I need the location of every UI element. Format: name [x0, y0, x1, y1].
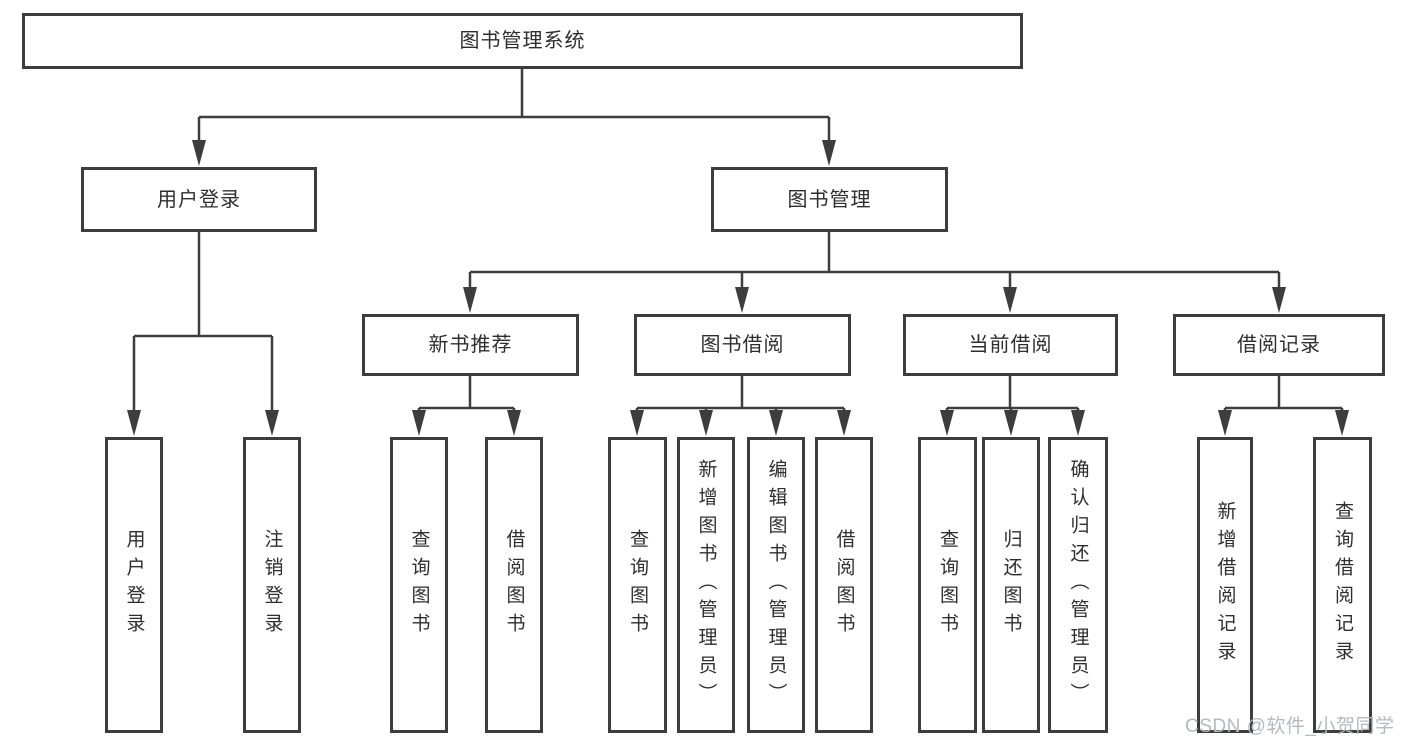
node-library-system-label: 图书管理系统 [459, 30, 586, 52]
connector-borrow-to-children [630, 376, 851, 436]
node-current-borrow-label: 当前借阅 [968, 334, 1053, 356]
connector-newbook-to-children [412, 376, 521, 436]
node-edit-book-admin: 编辑图书（管理员） [747, 437, 805, 733]
arrowhead-icon [630, 410, 644, 436]
connector-mgmt-to-sections [463, 232, 1286, 313]
arrowhead-icon [1335, 410, 1349, 436]
arrowhead-icon [940, 410, 954, 436]
arrowhead-icon [192, 140, 206, 166]
node-query-books-borrow: 查询图书 [608, 437, 667, 733]
node-query-borrow-record: 查询借阅记录 [1313, 437, 1372, 733]
node-return-book: 归还图书 [982, 437, 1040, 733]
node-query-borrow-record-label: 查询借阅记录 [1332, 501, 1353, 669]
node-user-login-leaf: 用户登录 [105, 437, 163, 733]
arrowhead-icon [412, 410, 426, 436]
node-book-management: 图书管理 [711, 167, 948, 232]
node-add-book-admin-label: 新增图书（管理员） [695, 459, 717, 711]
arrowhead-icon [769, 410, 783, 436]
node-logout: 注销登录 [243, 437, 301, 733]
arrowhead-icon [837, 410, 851, 436]
arrowhead-icon [1218, 410, 1232, 436]
connector-records-to-children [1218, 376, 1349, 436]
node-query-books-borrow-label: 查询图书 [627, 529, 648, 641]
node-borrow-records-label: 借阅记录 [1237, 334, 1321, 356]
node-confirm-return-admin-label: 确认归还（管理员） [1067, 459, 1089, 711]
node-query-books-recommend: 查询图书 [390, 437, 448, 733]
arrowhead-icon [1003, 287, 1017, 313]
arrowhead-icon [822, 140, 836, 166]
node-user-login-leaf-label: 用户登录 [123, 529, 145, 641]
node-logout-label: 注销登录 [261, 529, 283, 641]
node-current-borrow: 当前借阅 [903, 314, 1118, 376]
connector-login-to-children [127, 232, 279, 436]
node-book-borrow: 图书借阅 [634, 314, 851, 376]
arrowhead-icon [1071, 410, 1085, 436]
node-query-books-current-label: 查询图书 [937, 529, 958, 641]
node-borrow-records: 借阅记录 [1173, 314, 1385, 376]
node-borrow-books-recommend-label: 借阅图书 [503, 529, 525, 641]
arrowhead-icon [735, 287, 749, 313]
arrowhead-icon [699, 410, 713, 436]
node-borrow-books-leaf: 借阅图书 [815, 437, 873, 733]
node-borrow-books-leaf-label: 借阅图书 [833, 529, 855, 641]
node-library-system: 图书管理系统 [22, 13, 1023, 69]
node-user-login-label: 用户登录 [157, 188, 241, 211]
watermark: CSDN @软件_小贺同学 [1185, 716, 1395, 737]
node-book-management-label: 图书管理 [787, 188, 872, 211]
node-return-book-label: 归还图书 [1000, 529, 1022, 641]
node-add-book-admin: 新增图书（管理员） [677, 437, 735, 733]
arrowhead-icon [1272, 287, 1286, 313]
node-book-borrow-label: 图书借阅 [700, 334, 785, 356]
arrowhead-icon [507, 410, 521, 436]
node-query-books-recommend-label: 查询图书 [408, 529, 430, 641]
node-confirm-return-admin: 确认归还（管理员） [1048, 437, 1108, 733]
node-user-login: 用户登录 [81, 167, 317, 232]
node-add-borrow-record: 新增借阅记录 [1197, 437, 1253, 733]
connector-root-to-level2 [192, 69, 836, 166]
node-add-borrow-record-label: 新增借阅记录 [1214, 501, 1236, 669]
node-edit-book-admin-label: 编辑图书（管理员） [765, 459, 787, 711]
arrowhead-icon [265, 410, 279, 436]
node-borrow-books-recommend: 借阅图书 [485, 437, 543, 733]
connector-current-to-children [940, 376, 1085, 436]
arrowhead-icon [127, 410, 141, 436]
node-new-book-recommend-label: 新书推荐 [428, 334, 513, 356]
arrowhead-icon [1004, 410, 1018, 436]
node-new-book-recommend: 新书推荐 [362, 314, 579, 376]
node-query-books-current: 查询图书 [918, 437, 977, 733]
arrowhead-icon [463, 287, 477, 313]
